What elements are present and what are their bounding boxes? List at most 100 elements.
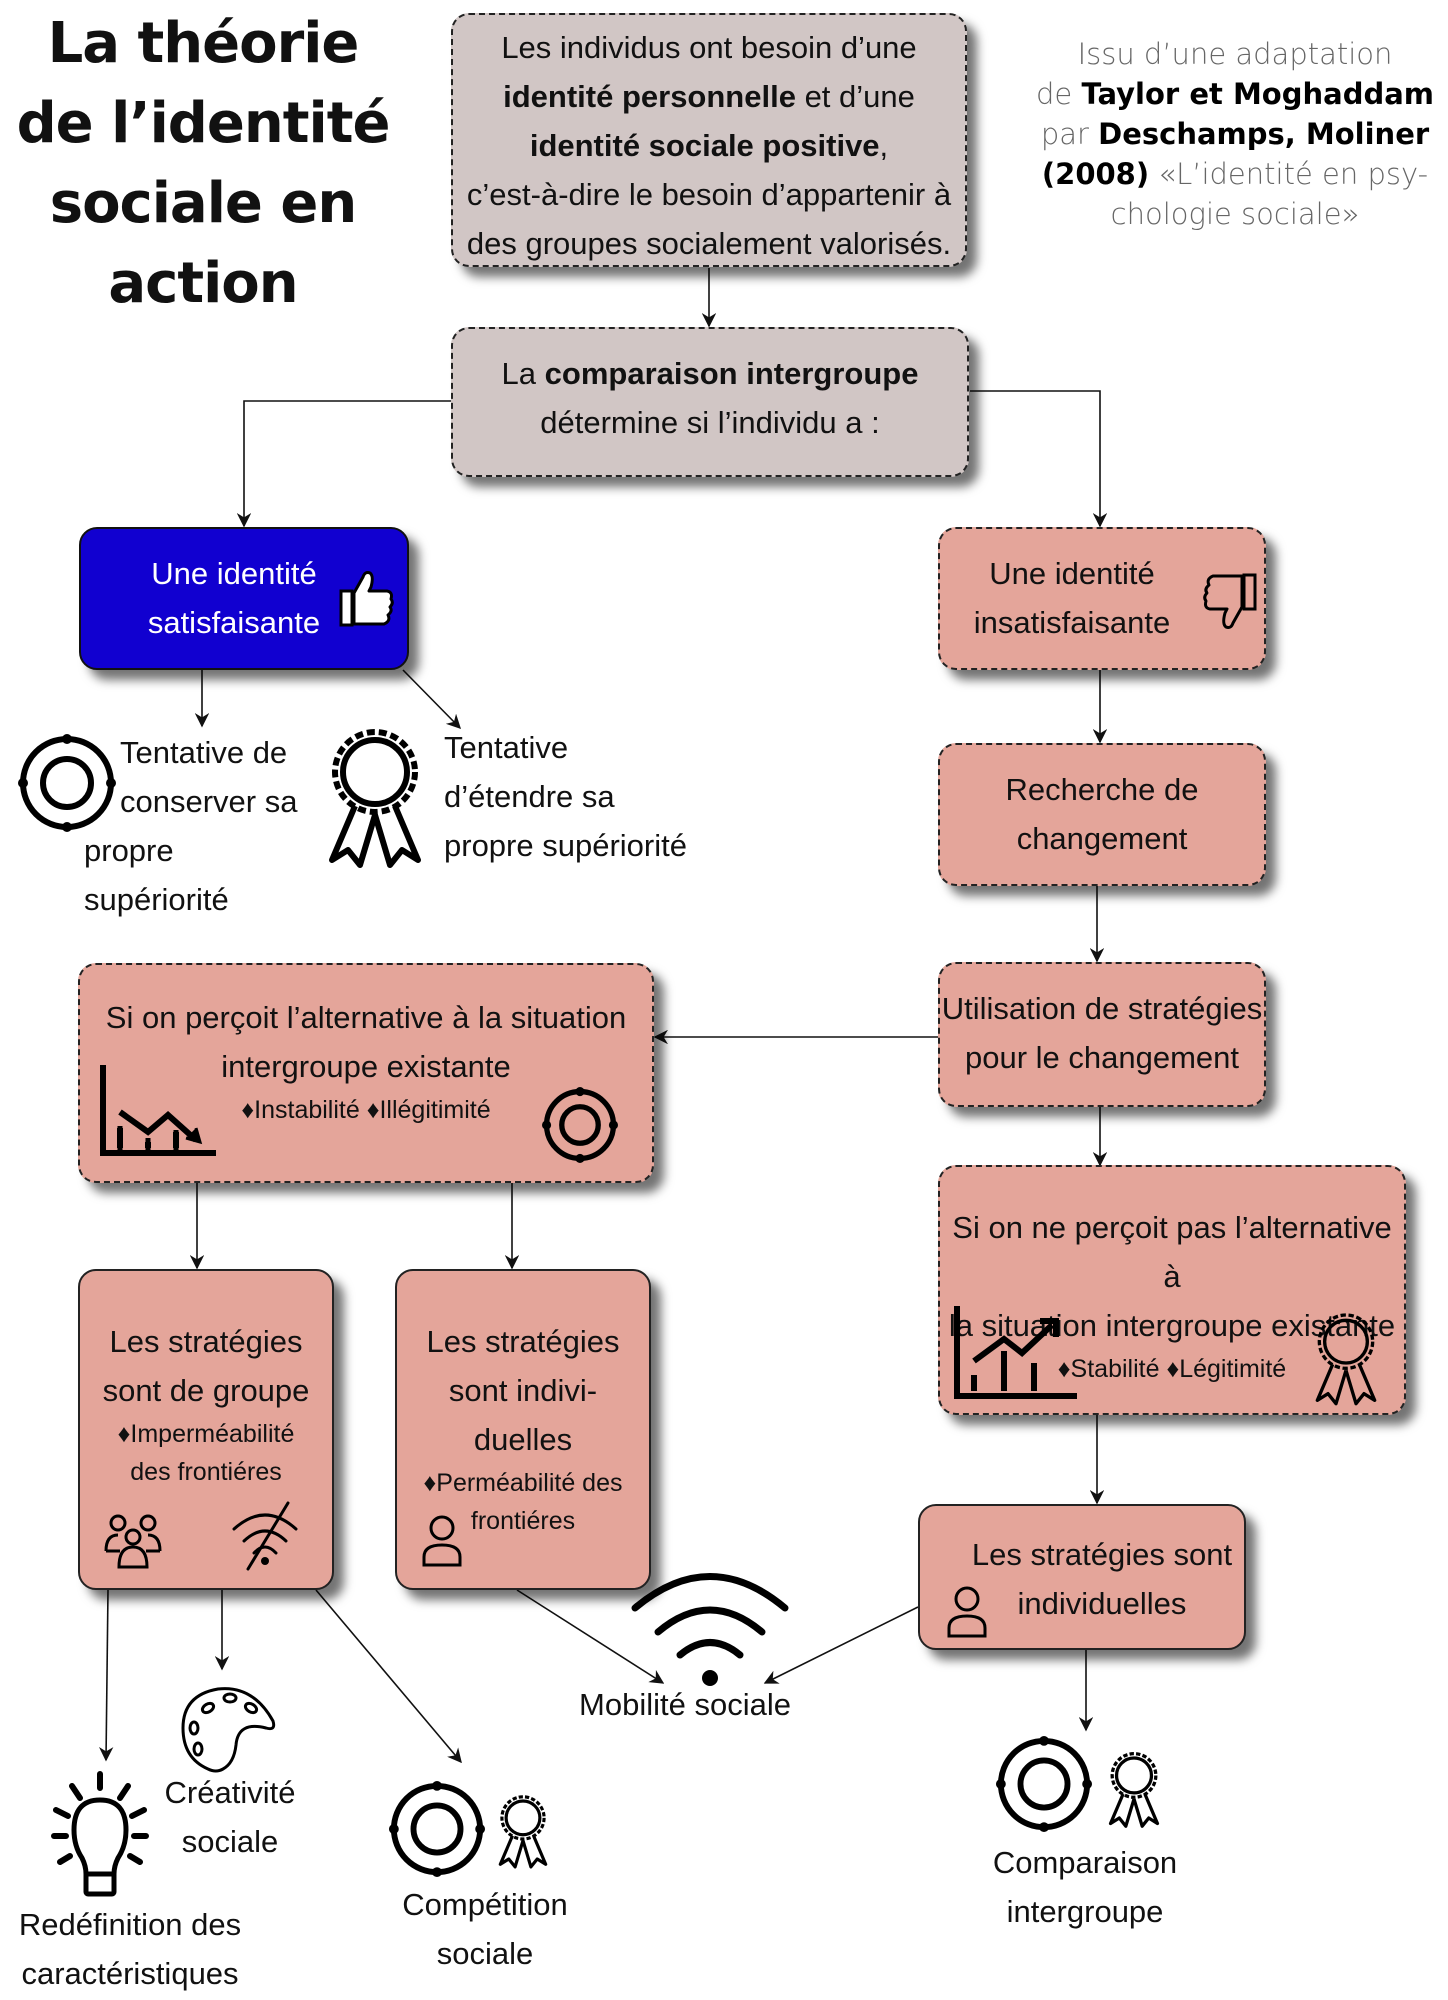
node-text-rest: , <box>879 128 889 163</box>
node-text: duelles <box>473 1422 573 1457</box>
node-insatisfaisante: Une identité insatisfaisante <box>938 527 1266 670</box>
node-besoin: Les individus ont besoin d’une identité … <box>451 13 967 267</box>
target-icon <box>388 1780 486 1878</box>
node-text: Les stratégies sont <box>971 1537 1233 1572</box>
outcome-text: Mobilité sociale <box>579 1687 791 1722</box>
outcome-text: conserver sa <box>120 784 298 819</box>
title-line: de l’identité <box>16 91 391 156</box>
node-text: Utilisation de stratégies <box>941 991 1263 1026</box>
outcome-creativite: Créativité sociale <box>150 1768 310 1866</box>
outcome-text: Compétition <box>402 1887 568 1922</box>
wifi-icon <box>631 1573 789 1686</box>
node-tags: des frontiéres <box>130 1458 282 1486</box>
arrow-individuelles-to-mobilite <box>516 1589 665 1684</box>
node-text: La comparaison intergroupe <box>453 349 967 398</box>
outcome-text: Créativité <box>164 1775 296 1810</box>
outcome-text: Redéfinition des <box>18 1907 242 1942</box>
credit-line: (2008) «L’identité en psy- <box>1025 154 1445 194</box>
credit-line: par Deschamps, Moliner <box>1025 114 1445 154</box>
wifi-off-icon <box>232 1501 298 1571</box>
node-tags: frontiéres <box>470 1507 576 1535</box>
credit-authors: Taylor et Moghaddam <box>1081 77 1435 111</box>
node-text: pour le changement <box>964 1040 1240 1075</box>
node-text: c’est-à-dire le besoin d’appartenir à <box>466 177 952 212</box>
node-recherche: Recherche de changement <box>938 743 1266 886</box>
node-text: Les individus ont besoin d’une <box>501 30 917 65</box>
credit-text: par <box>1040 117 1099 151</box>
node-text: Si on ne perçoit pas l’alternative à <box>952 1210 1392 1294</box>
node-utilisation: Utilisation de stratégies pour le change… <box>938 962 1266 1107</box>
chart-down-icon <box>100 1065 216 1156</box>
node-ne-percoit: Si on ne perçoit pas l’alternative à la … <box>938 1165 1406 1415</box>
person-icon <box>422 1515 462 1567</box>
node-text: des groupes socialement valorisés. <box>466 226 952 261</box>
node-text: insatisfaisante <box>973 605 1171 640</box>
outcome-text: intergroupe <box>1006 1894 1164 1929</box>
target-icon <box>542 1087 618 1163</box>
outcome-text: sociale <box>181 1824 279 1859</box>
award-ribbon-icon <box>1315 1313 1377 1406</box>
outcome-redefinition: Redéfinition des caractéristiques <box>10 1900 250 1998</box>
title-line: action <box>108 251 298 316</box>
node-text: changement <box>1016 821 1188 856</box>
credit-authors: Deschamps, Moliner <box>1098 117 1430 151</box>
credit-year: (2008) <box>1041 157 1150 191</box>
outcome-text: propre supériorité <box>84 833 229 917</box>
group-icon <box>104 1514 162 1569</box>
thumbs-down-icon <box>1203 573 1257 629</box>
node-individuelles-right: Les stratégies sont individuelles <box>918 1504 1246 1650</box>
outcome-text: Comparaison <box>992 1845 1178 1880</box>
outcome-text: caractéristiques <box>21 1956 239 1991</box>
node-tags: ♦Perméabilité des <box>423 1469 623 1497</box>
credit-text: de <box>1035 77 1082 111</box>
arrow-comparaison-to-satisfaisante <box>236 400 452 528</box>
node-text: Les stratégies <box>109 1324 303 1359</box>
outcome-mobilite: Mobilité sociale <box>560 1680 810 1729</box>
page-title: La théorie de l’identité sociale en acti… <box>0 4 406 324</box>
node-tags: ♦Instabilité ♦Illégitimité <box>241 1096 491 1124</box>
arrow-groupe-to-redefinition <box>98 1589 114 1762</box>
lightbulb-icon <box>51 1771 149 1897</box>
target-icon <box>18 734 116 832</box>
credit-line: de Taylor et Moghaddam <box>1025 74 1445 114</box>
outcome-etendre: Tentative d’étendre sa propre supériorit… <box>444 723 704 870</box>
node-comparaison: La comparaison intergroupe détermine si … <box>451 327 969 477</box>
node-satisfaisante: Une identité satisfaisante <box>79 527 409 670</box>
node-bold: identité sociale positive <box>529 128 880 163</box>
outcome-competition: Compétition sociale <box>380 1880 590 1978</box>
node-bold: identité personnelle <box>503 79 796 114</box>
node-individuelles-left: Les stratégies sont indivi- duelles ♦Per… <box>395 1269 651 1590</box>
title-line: sociale en <box>49 171 358 236</box>
outcome-text: d’étendre sa <box>444 779 615 814</box>
node-text-rest: et d’une <box>795 79 915 114</box>
arrow-individuelles-right-to-mobilite <box>763 1606 919 1684</box>
node-groupe: Les stratégies sont de groupe ♦Imperméab… <box>78 1269 334 1590</box>
node-text: détermine si l’individu a : <box>540 405 880 440</box>
node-text: sont de groupe <box>102 1373 310 1408</box>
title-line: La théorie <box>47 11 360 76</box>
arrow-groupe-to-competition <box>315 1589 462 1764</box>
outcome-text: Tentative de <box>120 735 288 770</box>
person-icon <box>947 1586 987 1638</box>
node-text: Si on perçoit l’alternative à la situati… <box>105 1000 627 1035</box>
node-text: satisfaisante <box>147 605 321 640</box>
node-bold: comparaison intergroupe <box>544 356 919 391</box>
credit-line: Issu d’une adaptation <box>1077 37 1393 71</box>
node-text: sont indivi- <box>448 1373 598 1408</box>
outcome-text: sociale <box>436 1936 534 1971</box>
thumbs-up-icon <box>339 571 394 627</box>
node-tags: ♦Imperméabilité <box>117 1420 295 1448</box>
award-ribbon-icon <box>329 729 421 868</box>
node-text: intergroupe existante <box>221 1049 511 1084</box>
node-text-prefix: La <box>501 356 545 391</box>
node-text: Les stratégies <box>426 1324 620 1359</box>
outcome-text: Tentative <box>444 730 569 765</box>
node-percoit: Si on perçoit l’alternative à la situati… <box>78 963 654 1183</box>
arrow-satisfaisante-to-etendre <box>402 669 462 730</box>
credit-book: «L’identité en psy- <box>1149 157 1429 191</box>
node-text: Une identité <box>151 556 317 591</box>
arrow-comparaison-to-insatisfaisante <box>970 390 1108 528</box>
award-ribbon-icon <box>498 1795 548 1869</box>
outcome-conserver: Tentative de conserver sa propre supério… <box>84 728 314 924</box>
